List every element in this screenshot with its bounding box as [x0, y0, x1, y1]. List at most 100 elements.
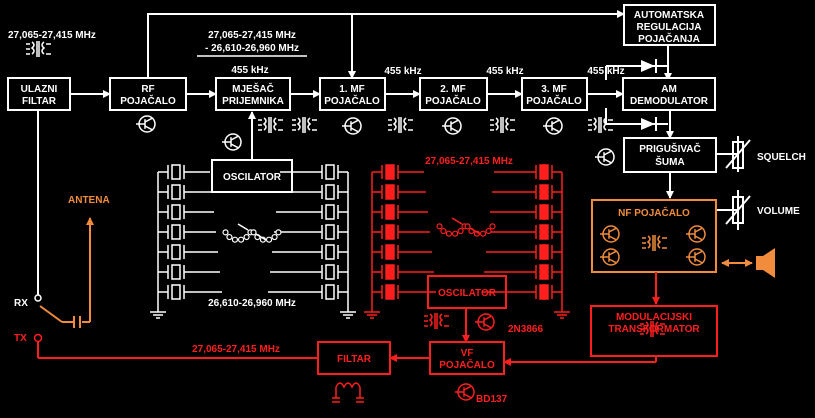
crystal-bank-rx: [150, 164, 356, 319]
speaker-icon: [756, 248, 775, 278]
oscilator-rx-label: OSCILATOR: [223, 172, 282, 183]
tx-terminal: [33, 333, 43, 343]
transistor-osc-label: 2N3866: [508, 324, 543, 335]
crystal-icon: [372, 164, 424, 180]
mixer-coil-icon: [258, 117, 283, 133]
mf3-pojacalo-label: POJAČALO: [526, 94, 582, 107]
vf-pojacalo-label: POJAČALO: [439, 358, 495, 371]
am-demod-block: [622, 77, 716, 111]
if-transformer-icon: [588, 117, 613, 133]
crystal-icon: [372, 264, 434, 280]
rx-blocks: [7, 4, 717, 193]
mf2-pojacalo-label: POJAČALO: [425, 94, 481, 107]
vf-label: VF: [461, 348, 474, 359]
crystal-icon: [372, 284, 436, 300]
tx-component-icons: [332, 313, 665, 403]
crystal-icon: [158, 184, 212, 200]
if-transformer-icon: [388, 117, 413, 133]
crystal-icon: [372, 224, 430, 240]
am-label: AM: [661, 84, 677, 95]
ground-icon: [340, 311, 356, 319]
squelch-block: [623, 137, 717, 173]
crystal-icon: [486, 244, 562, 260]
mf2-block: [419, 77, 488, 111]
mf1-block: [319, 77, 386, 111]
crystal-icon: [280, 164, 348, 180]
crystal-icon: [278, 184, 348, 200]
oscilator-rx-block: [211, 159, 293, 193]
nf-transistor-icon: [686, 225, 706, 243]
mf2-label: 2. MF: [440, 84, 466, 95]
crystal-icon: [158, 164, 210, 180]
component-icons: [26, 41, 615, 166]
rx-label: RX: [14, 298, 28, 309]
tx-blocks: [317, 275, 718, 375]
squelch-pot-icon: [725, 139, 751, 169]
agc-label-3: POJAČANJA: [638, 32, 700, 45]
crystal-icon: [268, 284, 348, 300]
volume-pot-icon: [725, 195, 751, 225]
rx-terminal: [34, 294, 42, 302]
crystal-icon: [372, 244, 432, 260]
channel-switch-icon: [222, 223, 282, 243]
squelch-label-1: PRIGUŠIVAČ: [639, 142, 701, 155]
nf-transistor-icon: [686, 248, 706, 266]
crystal-icon: [158, 284, 222, 300]
ulazni-label: ULAZNI: [21, 84, 58, 95]
vf-pojacalo-block: [429, 341, 505, 375]
mf2-transistor-icon: [442, 117, 462, 135]
channel-switch-icon: [436, 217, 496, 237]
rx-wiring: [37, 10, 739, 298]
mixer-freq-1: 27,065-27,415 MHz: [208, 30, 296, 41]
nf-label: NF POJAČALO: [618, 206, 690, 219]
mf3-transistor-icon: [543, 117, 563, 135]
mixer-freq-2: - 26,610-26,960 MHz: [205, 43, 299, 54]
crystal-rx-freq: 26,610-26,960 MHz: [208, 298, 296, 309]
nf-wiring: [39, 217, 753, 328]
rf-label: RF: [141, 84, 154, 95]
crystal-icon: [158, 224, 216, 240]
diode-icon: [641, 59, 657, 73]
crystal-icon: [482, 284, 562, 300]
crystal-icon: [272, 244, 348, 260]
filter-coil-icon: [332, 382, 364, 403]
if-freq-c: 455 kHz: [486, 66, 523, 77]
squelch-label-2: ŠUMA: [655, 155, 684, 168]
input-filter-icon: [26, 41, 51, 57]
if-freq-b: 455 kHz: [384, 66, 421, 77]
squelch-label: SQUELCH: [757, 152, 806, 163]
filtar-tx-label: FILTAR: [337, 354, 372, 365]
if-transformer-icon: [292, 117, 317, 133]
input-freq-label: 27,065-27,415 MHz: [8, 30, 96, 41]
crystal-icon: [490, 204, 562, 220]
filtar-label: FILTAR: [22, 96, 57, 107]
mf1-label: 1. MF: [339, 84, 365, 95]
osc-coil-icon: [424, 313, 449, 329]
crystal-icon: [158, 264, 220, 280]
crystal-icon: [372, 204, 428, 220]
mjesac-label: MJEŠAČ: [232, 82, 274, 95]
mf3-label: 3. MF: [541, 84, 567, 95]
crystal-icon: [494, 164, 562, 180]
mod-label-2: TRANSFORMATOR: [608, 324, 700, 335]
osc-transistor-icon: [475, 313, 495, 331]
mf3-block: [521, 77, 588, 111]
squelch-transistor-icon: [595, 148, 615, 166]
if-freq-a: 455 kHz: [231, 65, 268, 76]
mixer-transistor-icon: [222, 133, 242, 151]
tx-label: TX: [14, 333, 27, 344]
rf-pojacalo-block: [109, 77, 187, 111]
transistor-vf-label: BD137: [476, 394, 508, 405]
if-freq-d: 455 kHz: [587, 66, 624, 77]
rf-transistor-icon: [136, 115, 156, 133]
crystal-icon: [488, 224, 562, 240]
vf-transistor-icon: [455, 383, 475, 401]
mf1-transistor-icon: [342, 117, 362, 135]
agc-label-2: REGULACIJA: [636, 22, 701, 33]
crystal-icon: [274, 224, 348, 240]
if-transformer-icon: [490, 117, 515, 133]
demodulator-label: DEMODULATOR: [630, 96, 709, 107]
crystal-icon: [372, 184, 426, 200]
mjesac-block: [215, 77, 291, 111]
crystal-icon: [492, 184, 562, 200]
